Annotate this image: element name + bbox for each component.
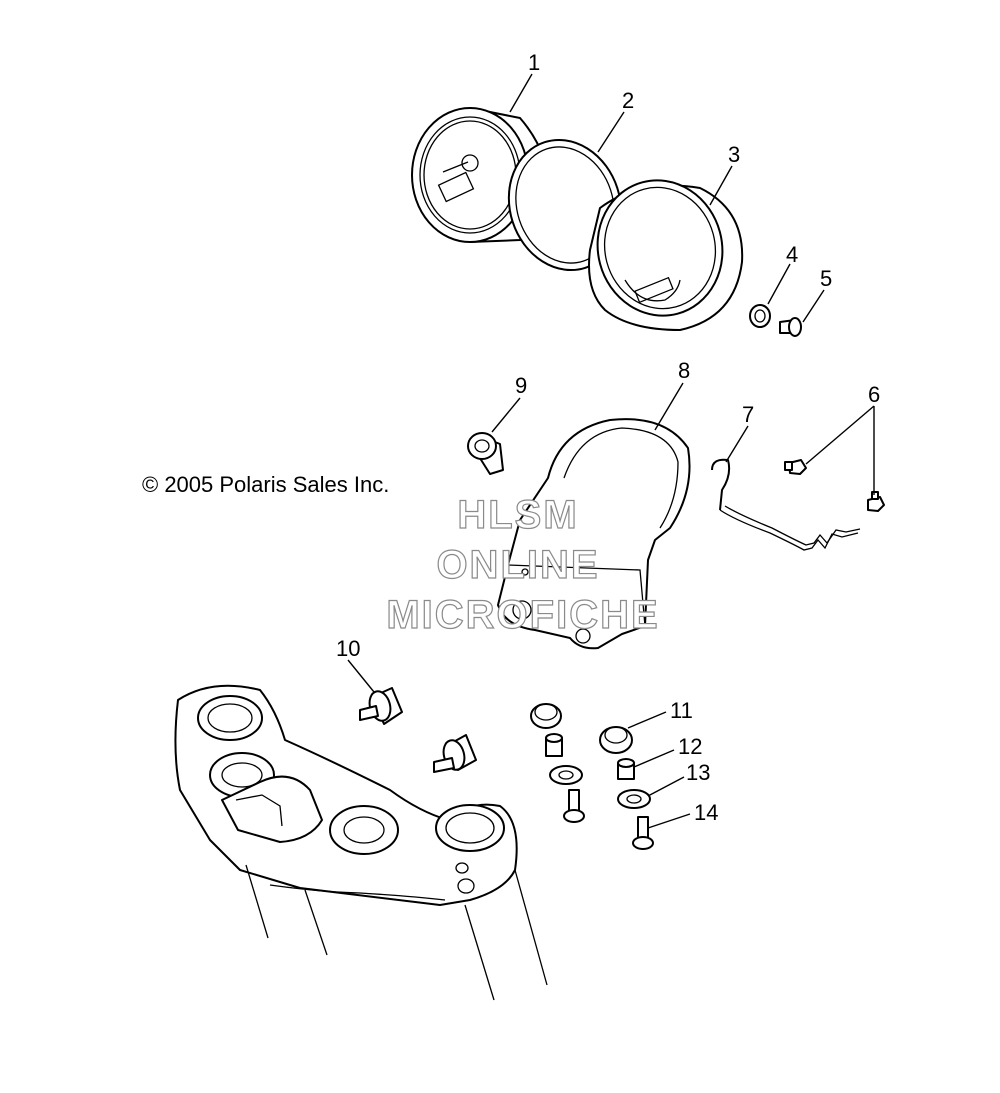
washer-13b[interactable] <box>617 789 651 809</box>
callout-8[interactable]: 8 <box>678 358 690 383</box>
screw-5[interactable] <box>779 317 802 337</box>
grommet-9[interactable] <box>467 432 504 475</box>
washer-4[interactable] <box>749 304 771 328</box>
callout-12[interactable]: 12 <box>678 734 702 759</box>
wire-bracket[interactable] <box>711 458 861 551</box>
callout-7[interactable]: 7 <box>742 402 754 427</box>
washer-13a[interactable] <box>549 765 583 785</box>
callout-13[interactable]: 13 <box>686 760 710 785</box>
rubber-mount-10a[interactable] <box>359 687 403 725</box>
callout-1[interactable]: 1 <box>528 50 540 75</box>
callout-14[interactable]: 14 <box>694 800 718 825</box>
fork-tubes <box>245 864 548 1001</box>
spacer-12b[interactable] <box>617 758 635 780</box>
callout-4[interactable]: 4 <box>786 242 798 267</box>
grommet-11a[interactable] <box>530 703 562 729</box>
callout-labels: 1 2 3 4 5 6 7 8 9 10 11 12 13 14 <box>336 50 880 825</box>
leader-lines <box>347 73 875 829</box>
watermark-line-1: HLSM <box>457 493 578 537</box>
gauge-housing-cup[interactable] <box>583 166 744 331</box>
fastener-6b[interactable] <box>867 491 885 512</box>
watermark-line-2: ONLINE <box>436 543 599 587</box>
callout-11[interactable]: 11 <box>670 698 693 723</box>
bolt-14a[interactable] <box>563 789 585 823</box>
watermark-line-3: MICROFICHE <box>386 593 659 637</box>
triple-clamp <box>174 684 518 906</box>
callout-9[interactable]: 9 <box>515 373 527 398</box>
spacer-12a[interactable] <box>545 733 563 757</box>
callout-6[interactable]: 6 <box>868 382 880 407</box>
watermark: HLSM ONLINE MICROFICHE <box>386 492 659 637</box>
callout-10[interactable]: 10 <box>336 636 360 661</box>
callout-5[interactable]: 5 <box>820 266 832 291</box>
bolt-14b[interactable] <box>632 816 654 850</box>
copyright-text: © 2005 Polaris Sales Inc. <box>142 472 389 497</box>
rubber-mount-10b[interactable] <box>433 734 477 773</box>
gauge-mounting-bracket[interactable] <box>497 418 691 650</box>
callout-2[interactable]: 2 <box>622 88 634 113</box>
callout-3[interactable]: 3 <box>728 142 740 167</box>
grommet-11b[interactable] <box>599 726 633 754</box>
fastener-6a[interactable] <box>784 459 807 475</box>
